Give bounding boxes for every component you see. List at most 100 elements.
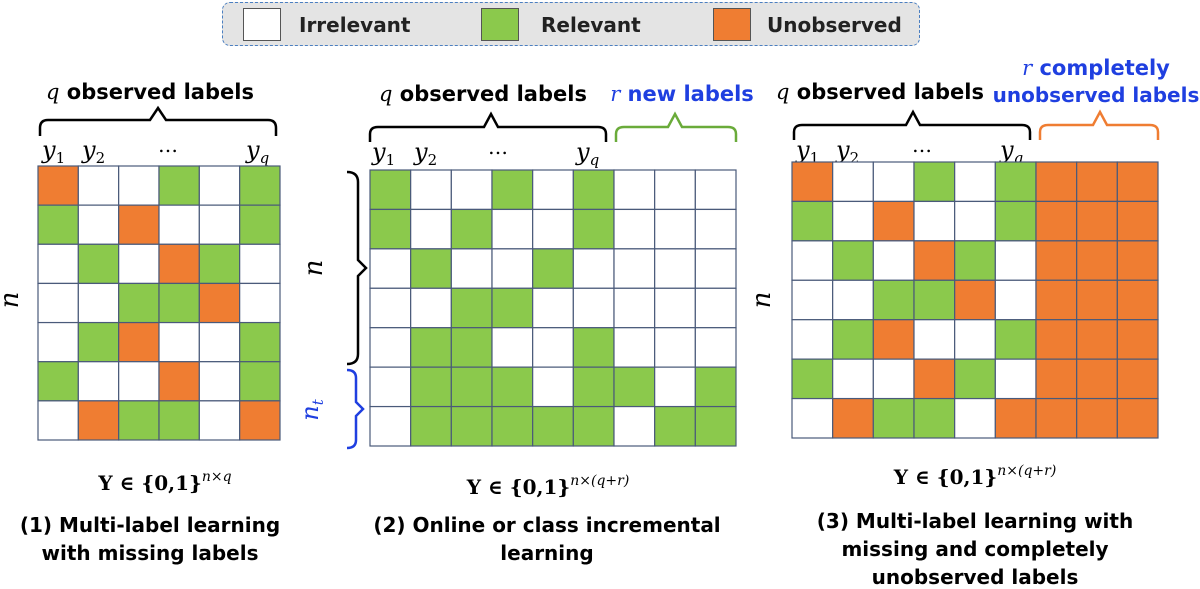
cell-relevant [572,366,615,408]
cell-irrelevant [694,248,737,289]
cell-irrelevant [410,169,452,211]
panel-2-matrix [369,169,737,447]
panel-2-new-label-rest: new labels [620,82,754,106]
cell-irrelevant [37,400,79,441]
cell-irrelevant [694,287,737,329]
cell-relevant [572,405,615,447]
cell-irrelevant [532,169,574,211]
cell-relevant [77,321,120,363]
cell-relevant [532,405,574,447]
panel-1-col-label-y1: y1 [41,136,65,167]
panel-1-formula-main: Y ∈ {0,1} [97,471,202,495]
cell-relevant [37,204,79,245]
panel-2-new-label: r new labels [610,82,754,106]
panel-2-caption-line-2: learning [500,541,593,565]
cell-unobserved [198,282,241,324]
panel-3-formula-sup: n×(q+r) [997,463,1056,479]
cell-relevant [694,405,737,447]
cell-unobserved [37,165,79,206]
cell-irrelevant [954,397,996,439]
cell-relevant [694,366,737,408]
cell-irrelevant [694,327,737,368]
panel-2-top-brace [368,111,608,142]
cell-irrelevant [158,321,200,363]
panel-1-top-brace [38,105,278,136]
cell-unobserved [1076,161,1118,203]
cell-relevant [450,208,493,250]
cell-relevant [369,208,412,250]
cell-irrelevant [613,169,656,211]
panel-3-formula-main: Y ∈ {0,1} [893,465,998,489]
cell-irrelevant [613,208,656,250]
panel-3-top-label-rest: observed labels [789,80,984,104]
panel-2-col-label-ellipsis: … [488,135,508,159]
cell-irrelevant [613,405,656,447]
cell-relevant [532,248,574,289]
cell-unobserved [158,243,200,285]
cell-unobserved [1035,279,1078,321]
cell-relevant [491,366,534,408]
panel-2-top-label: q observed labels [379,82,587,106]
cell-unobserved [872,319,915,360]
legend-swatch-irrelevant [243,8,281,41]
panel-2-col-label-y2: y2 [413,138,437,169]
cell-irrelevant [613,327,656,368]
cell-irrelevant [913,319,956,360]
cell-relevant [158,400,200,441]
panel-2-col-label-y1: y1 [371,138,395,169]
cell-unobserved [1035,161,1078,203]
cell-irrelevant [491,248,534,289]
cell-irrelevant [532,366,574,408]
legend-swatch-unobserved [713,8,751,41]
cell-relevant [572,327,615,368]
cell-unobserved [239,400,281,441]
cell-irrelevant [954,200,996,242]
panel-1: q observed labels y1 y2 … yq n Y ∈ {0,1}… [0,80,281,565]
cell-irrelevant [37,243,79,285]
cell-irrelevant [654,287,696,329]
cell-relevant [369,169,412,211]
cell-unobserved [118,204,160,245]
panel-1-col-label-ellipsis: … [158,133,178,157]
cell-irrelevant [654,248,696,289]
cell-relevant [572,169,615,211]
panel-1-col-label-yq: yq [245,136,269,167]
cell-unobserved [1116,279,1159,321]
panel-3: q observed labels r completely unobserve… [747,56,1199,589]
cell-unobserved [1076,358,1118,400]
cell-irrelevant [654,327,696,368]
cell-relevant [791,358,834,400]
panel-3-unobs-label-line-1-rest: completely [1032,56,1170,80]
legend-swatch-relevant [481,8,519,41]
cell-irrelevant [198,361,241,402]
panel-2-n-brace [346,170,368,366]
cell-irrelevant [158,204,200,245]
cell-relevant [654,405,696,447]
cell-irrelevant [369,287,412,329]
cell-irrelevant [37,321,79,363]
panel-1-caption-line-1: (1) Multi-label learning [20,513,280,537]
cell-relevant [913,279,956,321]
cell-irrelevant [450,169,493,211]
cell-irrelevant [532,208,574,250]
cell-irrelevant [491,327,534,368]
panel-2: q observed labels r new labels y1 y2 … y… [296,82,754,565]
cell-unobserved [832,397,874,439]
cell-irrelevant [410,287,452,329]
cell-unobserved [1116,397,1159,439]
cell-relevant [872,397,915,439]
cell-irrelevant [369,366,412,408]
panel-2-formula-main: Y ∈ {0,1} [466,475,571,499]
cell-irrelevant [832,161,874,203]
cell-irrelevant [491,208,534,250]
cell-unobserved [1035,358,1078,400]
panel-3-top-brace [792,109,1032,140]
panel-2-new-label-var: r [610,82,622,106]
cell-relevant [994,319,1037,360]
cell-unobserved [913,358,956,400]
panel-1-matrix [37,165,281,441]
panel-3-caption-line-1: (3) Multi-label learning with [817,509,1133,533]
cell-relevant [118,400,160,441]
cell-relevant [491,405,534,447]
panel-2-top-label-rest: observed labels [392,82,587,106]
